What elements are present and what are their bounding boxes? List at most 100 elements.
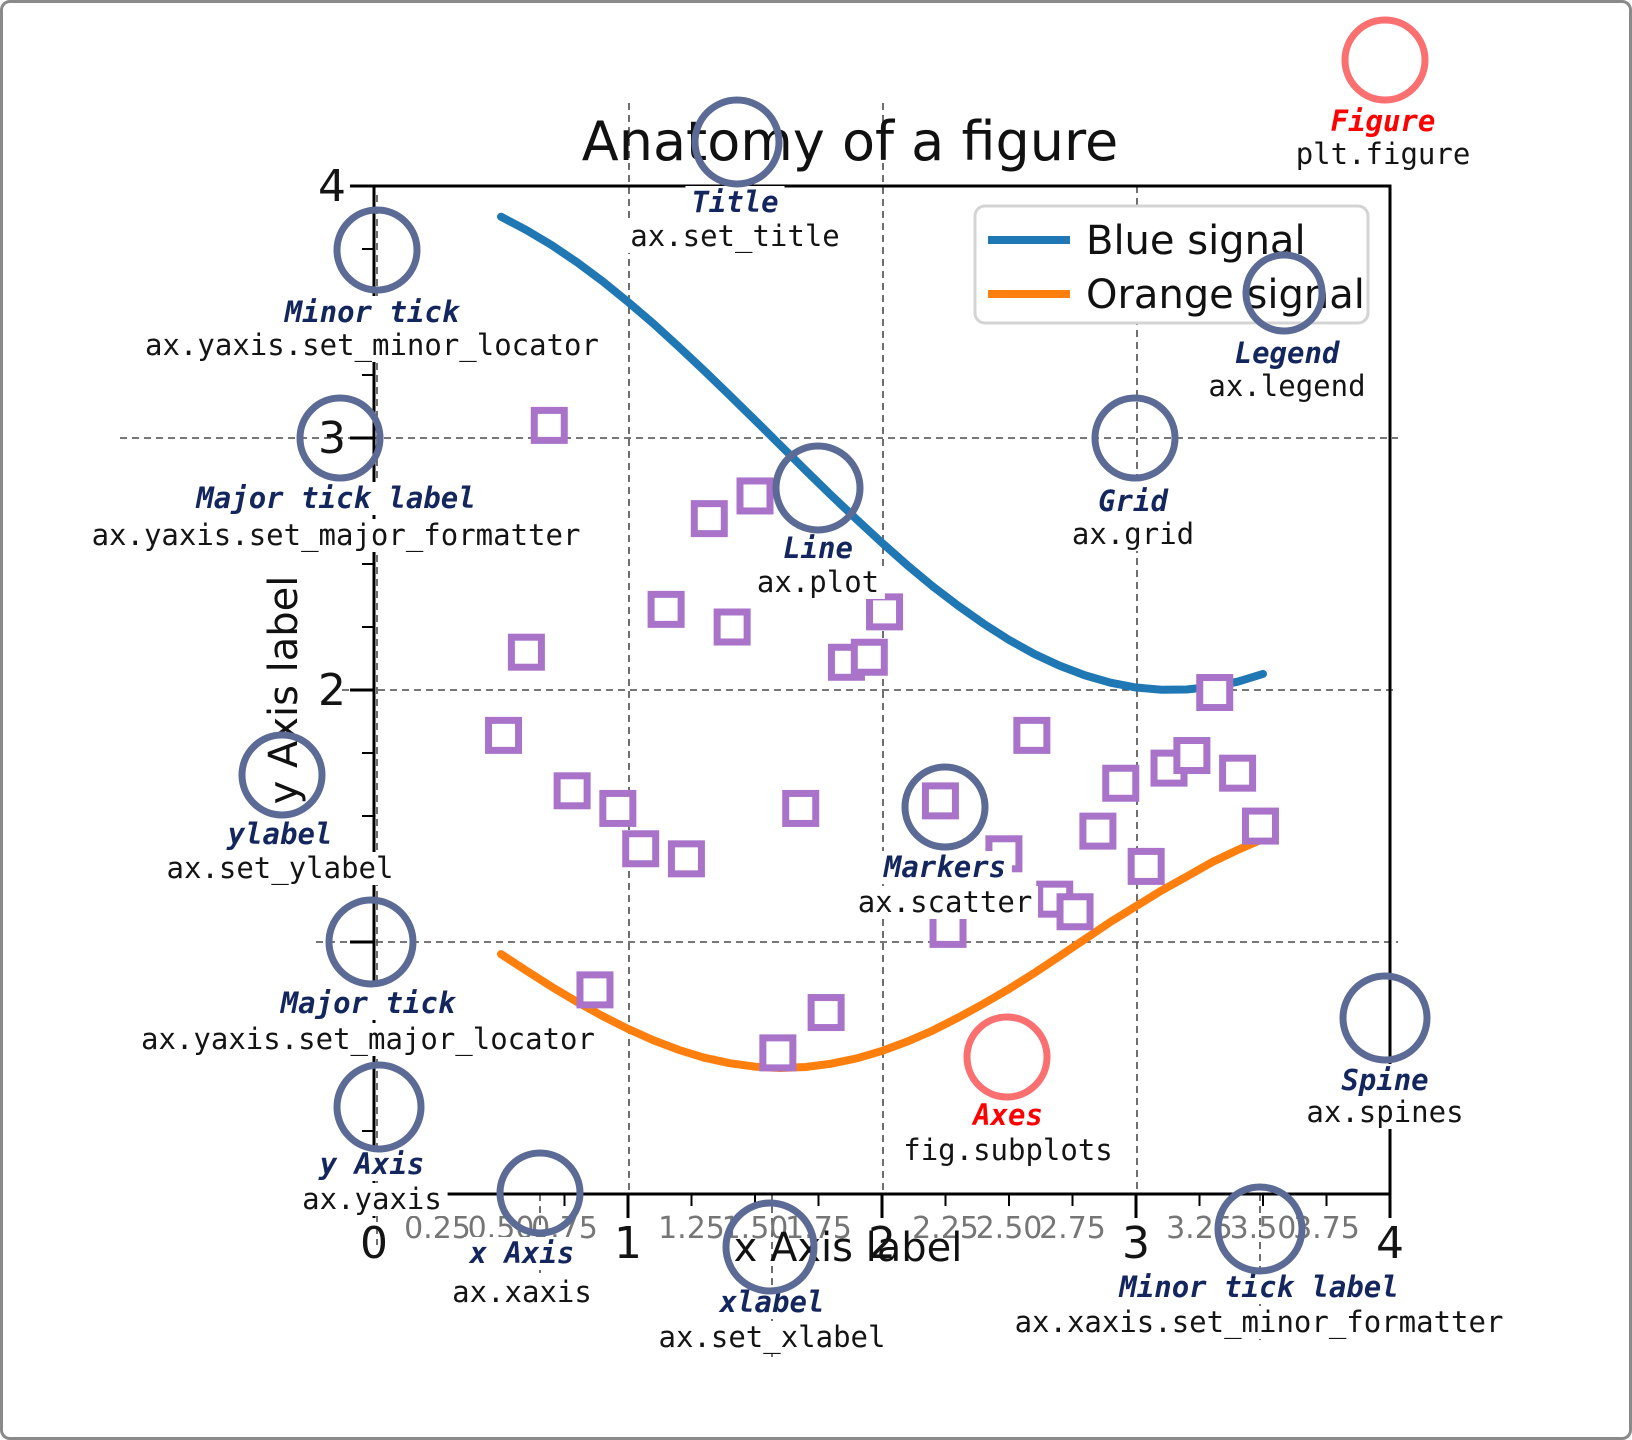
annotation-text-bbox [1290, 138, 1476, 171]
annotation-label-legend: Legend [1235, 336, 1341, 370]
annotation-text-bbox [279, 296, 465, 329]
annotation-label-grid: Grid [1098, 484, 1169, 518]
legend-box [973, 204, 1370, 325]
scatter-marker [1056, 893, 1094, 931]
scatter-marker [866, 593, 904, 631]
annotation-text-bbox [1202, 370, 1372, 403]
annotation-label-ylabel: ylabel [226, 817, 333, 851]
annotation-code-ylabel: ax.set_ylabel [167, 851, 394, 886]
ylabel-circle [238, 731, 326, 819]
legend: Blue signal Orange signal [973, 204, 1370, 325]
scatter-marker [599, 789, 637, 827]
annotation-text-bbox [275, 987, 461, 1020]
annotation-text-bbox [878, 851, 1012, 884]
annotation-text-bbox [852, 886, 1038, 919]
annotation-text-bbox [1324, 105, 1442, 138]
annotation-code-axes: fig.subplots [903, 1133, 1113, 1167]
orange-signal-curve [497, 834, 1267, 1073]
annotation-text-bbox [652, 1321, 892, 1354]
scatter-marker [576, 971, 614, 1009]
annotation-label-figure: Figure [1331, 104, 1436, 138]
annotation-code-title: ax.set_title [630, 219, 840, 254]
signal-curves [497, 212, 1267, 1073]
annotation-label-major-tick-y: Major tick [280, 986, 457, 1020]
scatter-marker [1219, 754, 1257, 792]
scatter-marker [1173, 737, 1211, 775]
legend-circle [1242, 251, 1326, 335]
scatter-marker [485, 716, 523, 754]
y-major-tick-label: 3 [318, 413, 346, 464]
grid-circle [1091, 394, 1179, 482]
major-tick-circle [325, 896, 417, 988]
scatter-marker [736, 477, 774, 515]
blue-signal-curve [497, 212, 1267, 694]
scatter-marker [667, 840, 705, 878]
annotation-text-bbox [221, 818, 339, 851]
scatter-markers [485, 406, 1279, 1072]
annotation-text-bbox [685, 186, 785, 219]
y-axis-circle [333, 1061, 425, 1153]
x-major-tick-label: 4 [1376, 1218, 1404, 1269]
annotation-text-bbox [139, 329, 605, 362]
annotation-code-y-axis: ax.yaxis [302, 1182, 442, 1216]
scatter-marker [929, 910, 967, 948]
annotation-texts: Figureplt.figureTitleax.set_titleLegenda… [86, 104, 1509, 1355]
y-axis-label: y Axis label [261, 576, 307, 805]
x-minor-tick-label: 2.50 [976, 1211, 1043, 1246]
x-major-tick-label: 2 [868, 1218, 896, 1269]
title-circle [691, 96, 783, 188]
x-axis-circle [496, 1149, 584, 1237]
x-major-tick-label: 0 [360, 1218, 388, 1269]
scatter-marker [622, 830, 660, 868]
annotation-label-minor-tick-label-x: Minor tick label [1118, 1270, 1398, 1304]
scatter-marker [1241, 807, 1279, 845]
scatter-marker [647, 590, 685, 628]
x-major-tick-label: 1 [614, 1218, 642, 1269]
annotation-text-bbox [1092, 485, 1174, 518]
annotation-code-x-axis: ax.xaxis [452, 1275, 592, 1309]
x-minor-tick-label: 1.25 [658, 1211, 725, 1246]
scatter-marker [507, 633, 545, 671]
x-axis-label: x Axis label [734, 1225, 963, 1271]
annotation-text-bbox [967, 1099, 1049, 1132]
scatter-marker [713, 608, 751, 646]
minor-tick-circle [333, 206, 421, 294]
scatter-marker [1127, 847, 1165, 885]
scatter-marker [1102, 764, 1140, 802]
annotation-label-y-axis: y Axis [318, 1147, 425, 1181]
annotation-code-minor-tick-y: ax.yaxis.set_minor_locator [145, 328, 599, 363]
scatter-marker [782, 789, 820, 827]
major-tick-label-circle [296, 394, 384, 482]
annotation-code-line: ax.plot [757, 565, 879, 599]
annotation-label-title: Title [691, 185, 778, 219]
scatter-marker [1079, 812, 1117, 850]
annotation-text-bbox [1113, 1271, 1405, 1304]
annotation-text-bbox [1009, 1306, 1509, 1339]
line-circle [772, 442, 864, 534]
markers-circle [901, 763, 989, 851]
xlabel-circle [722, 1199, 818, 1295]
scatter-marker [807, 994, 845, 1032]
annotation-label-major-tick-label-y: Major tick label [195, 481, 475, 515]
annotation-text-bbox [1300, 1096, 1470, 1129]
annotation-text-bbox [463, 1237, 581, 1270]
x-major-tick-label: 3 [1122, 1218, 1150, 1269]
annotation-text-bbox [777, 532, 859, 565]
y-major-tick-label: 2 [318, 665, 346, 716]
annotation-text-bbox [897, 1134, 1119, 1167]
scatter-marker [1196, 674, 1234, 712]
annotation-text-bbox [86, 519, 586, 552]
scatter-marker [921, 782, 959, 820]
annotation-code-major-tick-y: ax.yaxis.set_major_locator [141, 1022, 595, 1057]
annotation-text-bbox [190, 482, 482, 515]
spine-circle [1339, 972, 1431, 1064]
annotation-text-bbox [135, 1023, 601, 1056]
annotation-code-markers: ax.scatter [858, 885, 1033, 919]
annotation-label-line: Line [783, 531, 853, 565]
annotation-text-bbox [1335, 1064, 1435, 1097]
annotation-label-axes: Axes [971, 1098, 1043, 1132]
annotation-label-x-axis: x Axis [468, 1236, 575, 1270]
